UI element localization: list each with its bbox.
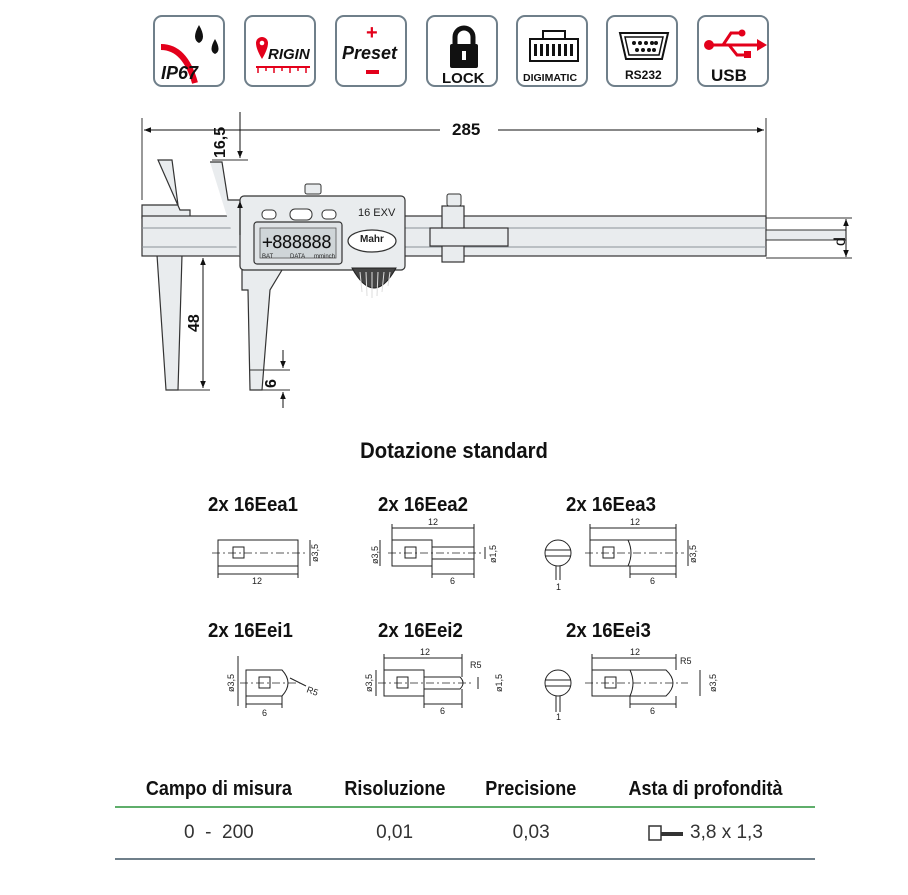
acc-label-16eei3: 2x 16Eei3 bbox=[566, 620, 651, 642]
acc-16eei3-shape bbox=[591, 669, 674, 697]
svg-text:6: 6 bbox=[650, 576, 655, 586]
digimatic-label: DIGIMATIC bbox=[523, 72, 577, 84]
acc-label-16eea2: 2x 16Eea2 bbox=[378, 494, 468, 516]
svg-text:6: 6 bbox=[262, 708, 267, 718]
acc-label-16eei1: 2x 16Eei1 bbox=[208, 620, 293, 642]
spec-header-row: Campo di misura Risoluzione Precisione A… bbox=[115, 772, 815, 808]
display-btn-data: DATA bbox=[290, 254, 306, 260]
digimatic-badge: DIGIMATIC bbox=[516, 15, 588, 87]
svg-text:12: 12 bbox=[252, 576, 262, 586]
header-precisione: Precisione bbox=[472, 772, 590, 808]
origin-label: RIGIN bbox=[268, 46, 311, 63]
table-row: 0 - 200 0,01 0,03 3,8 x 1,3 bbox=[115, 807, 815, 860]
lock-badge: LOCK bbox=[426, 15, 498, 87]
preset-label: Preset bbox=[342, 43, 398, 63]
svg-text:6: 6 bbox=[450, 576, 455, 586]
acc-16eei3-end-view bbox=[544, 669, 572, 697]
caliper-drawing bbox=[141, 112, 852, 408]
svg-text:12: 12 bbox=[428, 517, 438, 527]
origin-badge: RIGIN bbox=[244, 15, 316, 87]
svg-text:12: 12 bbox=[420, 647, 430, 657]
display-btn-bat: BAT bbox=[262, 254, 274, 260]
display-readout: +888888 bbox=[262, 232, 332, 253]
dim-height-16-5: 16,5 bbox=[212, 126, 229, 158]
spec-table: Campo di misura Risoluzione Precisione A… bbox=[115, 772, 815, 860]
water-drop-icon bbox=[195, 25, 203, 43]
rs232-label: RS232 bbox=[625, 68, 662, 82]
acc-label-16eea1: 2x 16Eea1 bbox=[208, 494, 298, 516]
plus-icon: + bbox=[366, 22, 378, 44]
accessory-drawings: 12 ø3,5 12 6 ø3,5 ø1,5 12 6 1 ø3,5 ø3,5 … bbox=[212, 517, 718, 722]
svg-text:R5: R5 bbox=[305, 684, 319, 697]
cell-precisione: 0,03 bbox=[466, 807, 596, 860]
svg-text:12: 12 bbox=[630, 647, 640, 657]
display-btn-inch: inch bbox=[324, 254, 336, 260]
cell-risoluzione: 0,01 bbox=[322, 807, 467, 860]
location-pin-icon bbox=[256, 37, 268, 59]
serial-port-icon bbox=[618, 32, 670, 60]
depth-rod-icon bbox=[648, 825, 684, 841]
header-campo: Campo di misura bbox=[125, 772, 313, 808]
dim-jaw-48: 48 bbox=[186, 314, 203, 332]
svg-text:ø3,5: ø3,5 bbox=[370, 546, 380, 564]
cell-asta-value: 3,8 x 1,3 bbox=[690, 822, 763, 843]
display-btn-mm: mm bbox=[314, 254, 324, 260]
minus-icon bbox=[366, 70, 379, 74]
svg-text:ø3,5: ø3,5 bbox=[226, 674, 236, 692]
svg-text:12: 12 bbox=[630, 517, 640, 527]
usb-label: USB bbox=[711, 66, 747, 85]
svg-text:ø3,5: ø3,5 bbox=[708, 674, 718, 692]
svg-text:ø3,5: ø3,5 bbox=[688, 545, 698, 563]
cell-campo: 0 - 200 bbox=[115, 807, 323, 860]
svg-text:1: 1 bbox=[556, 582, 561, 592]
rs232-badge: RS232 bbox=[606, 15, 678, 87]
svg-text:6: 6 bbox=[650, 706, 655, 716]
acc-label-16eei2: 2x 16Eei2 bbox=[378, 620, 463, 642]
usb-icon bbox=[709, 31, 759, 57]
usb-badge: USB bbox=[697, 15, 769, 87]
dim-depth-d: d bbox=[832, 237, 849, 246]
dim-tip-6: 6 bbox=[263, 379, 280, 388]
header-asta: Asta di profondità bbox=[606, 772, 805, 808]
svg-text:ø1,5: ø1,5 bbox=[488, 545, 498, 563]
model-label: 16 EXV bbox=[358, 207, 396, 219]
header-risoluzione: Risoluzione bbox=[329, 772, 460, 808]
ip67-label: IP67 bbox=[161, 63, 199, 83]
brand-logo: Mahr bbox=[360, 234, 384, 245]
preset-badge: + Preset bbox=[335, 15, 407, 87]
svg-text:R5: R5 bbox=[470, 660, 482, 670]
acc-16eei1-shape bbox=[245, 669, 289, 697]
svg-text:R5: R5 bbox=[680, 656, 692, 666]
lock-label: LOCK bbox=[442, 70, 485, 87]
acc-16eea3-end-view bbox=[544, 539, 572, 567]
acc-label-16eea3: 2x 16Eea3 bbox=[566, 494, 656, 516]
cell-asta: 3,8 x 1,3 bbox=[595, 807, 815, 860]
section-title: Dotazione standard bbox=[360, 438, 548, 463]
svg-text:1: 1 bbox=[556, 712, 561, 722]
svg-text:ø3,5: ø3,5 bbox=[364, 674, 374, 692]
ip67-badge: IP67 bbox=[153, 15, 225, 87]
svg-text:ø1,5: ø1,5 bbox=[494, 674, 504, 692]
dim-length-285: 285 bbox=[452, 120, 481, 139]
svg-text:ø3,5: ø3,5 bbox=[310, 544, 320, 562]
svg-text:6: 6 bbox=[440, 706, 445, 716]
